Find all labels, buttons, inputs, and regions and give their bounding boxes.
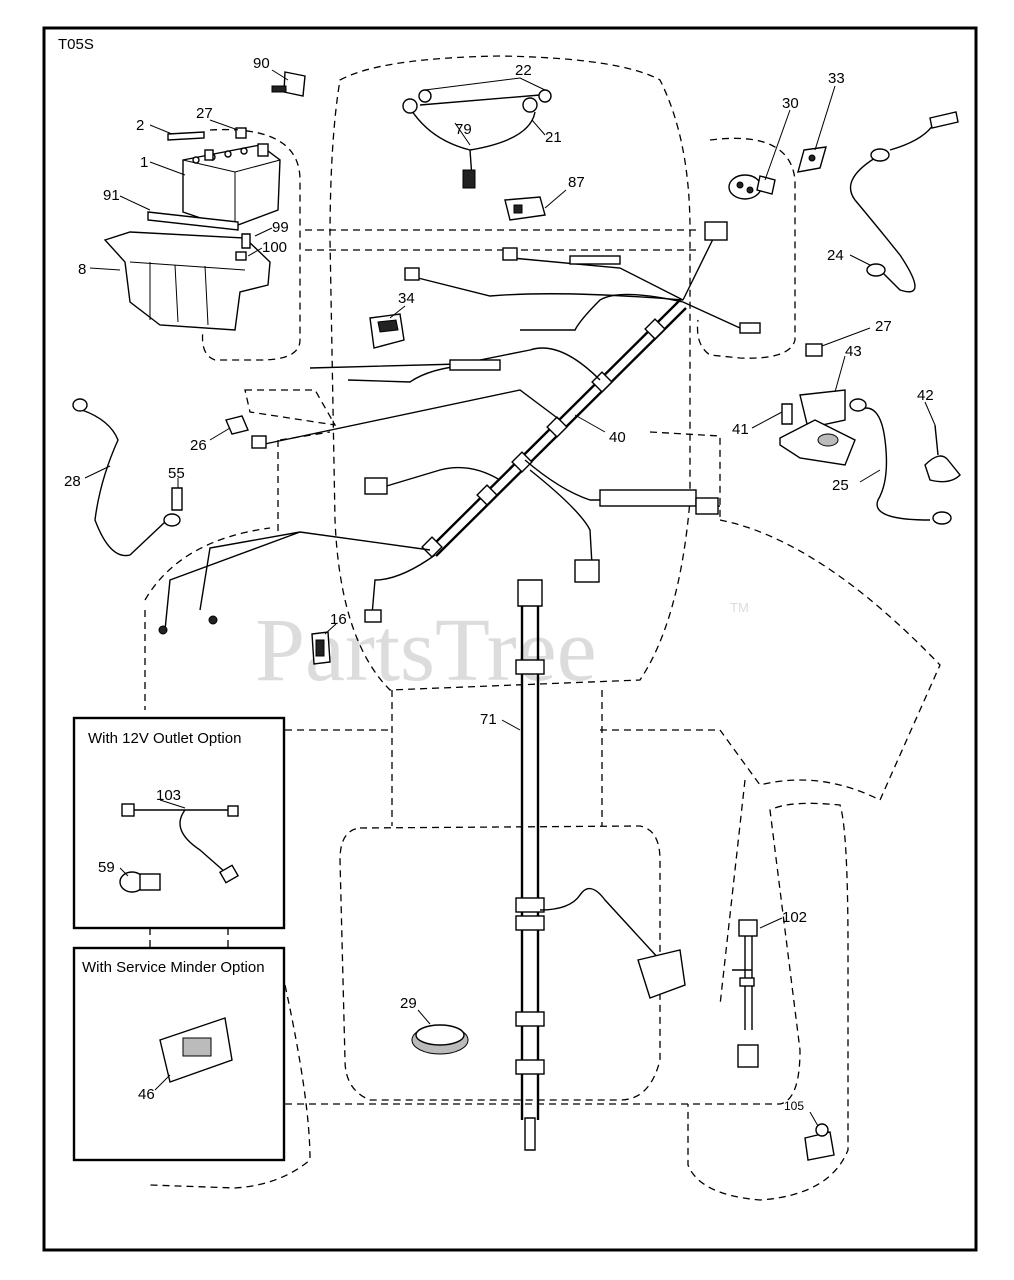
option-service-minder-title: With Service Minder Option <box>82 959 265 976</box>
callout-27-right: 27 <box>875 318 892 335</box>
callout-28: 28 <box>64 473 81 490</box>
cable-24[interactable] <box>849 111 959 293</box>
switch-90[interactable] <box>271 71 306 97</box>
callout-2: 2 <box>136 117 144 134</box>
chassis-outline <box>144 55 941 1201</box>
relay-87[interactable] <box>504 196 546 221</box>
connector-16[interactable] <box>311 631 331 665</box>
callout-1: 1 <box>140 154 148 171</box>
callout-71: 71 <box>480 711 497 728</box>
diagram-code: T05S <box>58 36 94 53</box>
key-33[interactable] <box>797 146 827 173</box>
harness-102[interactable] <box>732 919 759 1068</box>
callout-99: 99 <box>272 219 289 236</box>
diagram-frame <box>42 26 978 1252</box>
main-harness-40[interactable] <box>158 221 761 635</box>
battery-1[interactable] <box>182 143 281 229</box>
outlet-59[interactable] <box>119 871 161 893</box>
callout-91: 91 <box>103 187 120 204</box>
callout-labels: 90 22 2 27 79 21 30 33 1 87 91 99 100 8 … <box>64 55 934 1113</box>
fuse-holder-26[interactable] <box>225 415 249 435</box>
watermark-text: PartsTree <box>255 601 597 700</box>
callout-33: 33 <box>828 70 845 87</box>
callout-26: 26 <box>190 437 207 454</box>
callout-30: 30 <box>782 95 799 112</box>
callout-59: 59 <box>98 859 115 876</box>
switch-34[interactable] <box>369 313 405 349</box>
nut-100[interactable] <box>235 251 247 261</box>
callout-79: 79 <box>455 121 472 138</box>
callout-43: 43 <box>845 343 862 360</box>
callout-103: 103 <box>156 787 181 804</box>
callout-87: 87 <box>568 174 585 191</box>
service-minder-46[interactable] <box>159 1017 233 1083</box>
light-harness-79[interactable] <box>402 89 552 189</box>
callout-55: 55 <box>168 465 185 482</box>
bolt-41[interactable] <box>781 403 793 425</box>
callout-46: 46 <box>138 1086 155 1103</box>
option-service-minder: With Service Minder Option <box>72 946 286 1162</box>
callout-25: 25 <box>832 477 849 494</box>
callout-90: 90 <box>253 55 270 72</box>
hold-down-91[interactable] <box>147 211 239 231</box>
callout-8: 8 <box>78 261 86 278</box>
nut-27-top[interactable] <box>235 127 247 139</box>
callout-16: 16 <box>330 611 347 628</box>
solenoid-43[interactable] <box>779 343 856 466</box>
ignition-switch-30[interactable] <box>728 174 776 200</box>
battery-tray-8[interactable] <box>103 231 271 331</box>
boot-42[interactable] <box>924 424 961 483</box>
callout-29: 29 <box>400 995 417 1012</box>
cable-28[interactable] <box>72 398 181 557</box>
callout-100: 100 <box>262 239 287 256</box>
bolt-55[interactable] <box>171 487 183 511</box>
callout-24: 24 <box>827 247 844 264</box>
option-12v-title: With 12V Outlet Option <box>88 730 241 747</box>
harness-103[interactable] <box>121 803 240 884</box>
horn-29[interactable] <box>411 1024 469 1055</box>
callout-40: 40 <box>609 429 626 446</box>
cable-25[interactable] <box>849 398 952 525</box>
watermark: PartsTree TM <box>255 600 749 700</box>
callout-27-top: 27 <box>196 105 213 122</box>
callout-105: 105 <box>784 1099 804 1113</box>
bolt-2[interactable] <box>167 131 205 141</box>
screw-99[interactable] <box>241 233 251 249</box>
solenoid-105[interactable] <box>804 1123 835 1161</box>
harness-71[interactable] <box>515 579 686 1151</box>
callout-42: 42 <box>917 387 934 404</box>
callout-102: 102 <box>782 909 807 926</box>
watermark-trademark: TM <box>730 600 749 615</box>
callout-41: 41 <box>732 421 749 438</box>
option-12v-outlet: With 12V Outlet Option <box>72 716 286 930</box>
callout-22: 22 <box>515 62 532 79</box>
callout-leaders <box>84 69 936 1127</box>
callout-21: 21 <box>545 129 562 146</box>
callout-34: 34 <box>398 290 415 307</box>
